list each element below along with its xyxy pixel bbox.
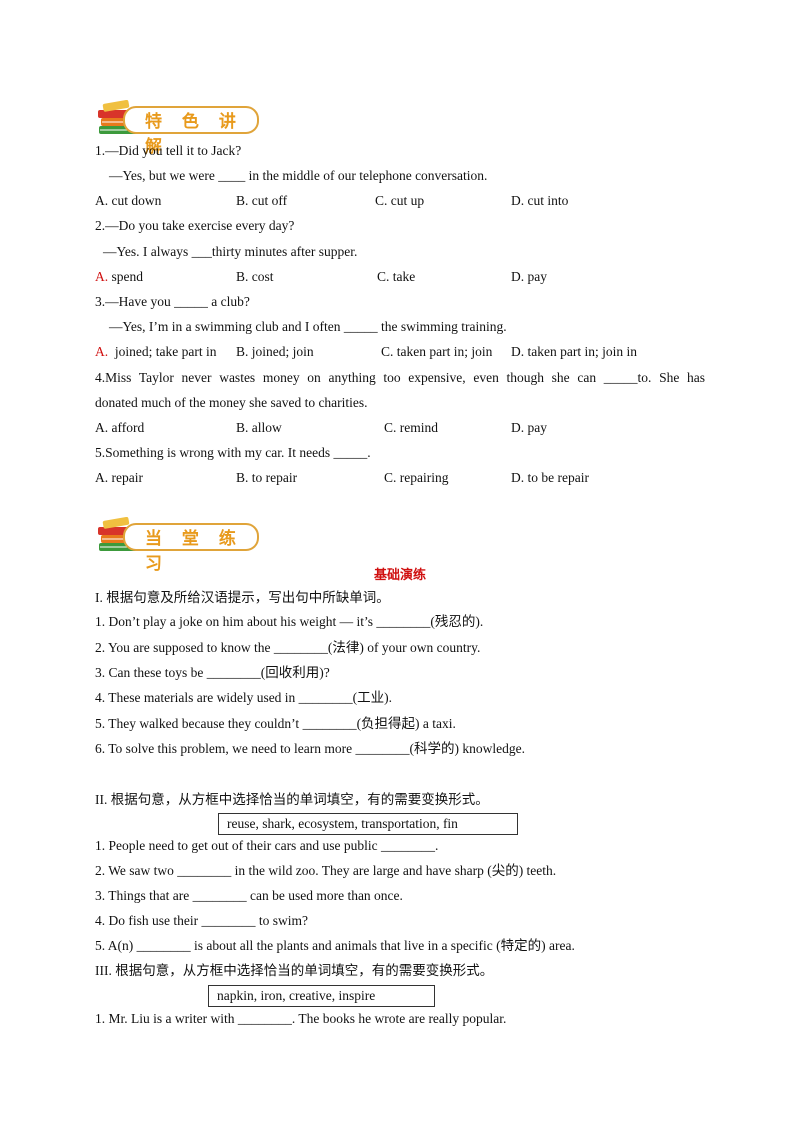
q4-option-d: D. pay [511, 420, 547, 435]
q1-stem: 1.—Did you tell it to Jack? [95, 143, 242, 158]
part-ii-item: 4. Do fish use their ________ to swim? [95, 913, 308, 928]
q1-option-c: C. cut up [375, 193, 425, 208]
q3-option-b: B. joined; join [236, 344, 314, 359]
part-i-item: 6. To solve this problem, we need to lea… [95, 741, 525, 756]
section-badge-practice: 当 堂 练 习 [95, 517, 265, 574]
q3-option-c: C. taken part in; join [381, 344, 493, 359]
answer-letter: A. [95, 344, 109, 359]
q2-stem: 2.—Do you take exercise every day? [95, 218, 295, 233]
section-badge-features: 特 色 讲 解 [95, 100, 265, 157]
part-i-heading: I. 根据句意及所给汉语提示，写出句中所缺单词。 [95, 590, 390, 605]
q5-option-a: A. repair [95, 470, 143, 485]
part-i-item: 5. They walked because they couldn’t ___… [95, 716, 456, 731]
part-ii-item: 1. People need to get out of their cars … [95, 838, 439, 853]
q3-option-a: A. joined; take part in [95, 344, 217, 359]
q4-stem-continued: donated much of the money she saved to c… [95, 395, 368, 410]
part-ii-item: 2. We saw two ________ in the wild zoo. … [95, 863, 557, 878]
part-i-item: 1. Don’t play a joke on him about his we… [95, 614, 484, 629]
word-box: reuse, shark, ecosystem, transportation,… [218, 813, 518, 835]
q1-reply: —Yes, but we were ____ in the middle of … [109, 168, 488, 183]
part-ii-heading: II. 根据句意，从方框中选择恰当的单词填空，有的需要变换形式。 [95, 792, 489, 807]
q1-option-d: D. cut into [511, 193, 569, 208]
q5-option-b: B. to repair [236, 470, 298, 485]
q4-option-c: C. remind [384, 420, 438, 435]
q2-reply: —Yes. I always ___thirty minutes after s… [103, 244, 358, 259]
q5-option-d: D. to be repair [511, 470, 589, 485]
q5-stem: 5.Something is wrong with my car. It nee… [95, 445, 371, 460]
q2-option-d: D. pay [511, 269, 547, 284]
part-ii-item: 5. A(n) ________ is about all the plants… [95, 938, 575, 953]
section-title: 当 堂 练 习 [145, 529, 243, 574]
q3-reply: —Yes, I’m in a swimming club and I often… [109, 319, 507, 334]
q5-option-c: C. repairing [384, 470, 449, 485]
section-title: 特 色 讲 解 [145, 112, 243, 157]
q1-option-a: A. cut down [95, 193, 162, 208]
q1-option-b: B. cut off [236, 193, 288, 208]
q4-stem: 4.Miss Taylor never wastes money on anyt… [95, 370, 705, 385]
part-i-item: 3. Can these toys be ________(回收利用)? [95, 665, 330, 680]
answer-letter: A. [95, 269, 109, 284]
part-ii-item: 3. Things that are ________ can be used … [95, 888, 403, 903]
q2-option-b: B. cost [236, 269, 274, 284]
q2-option-c: C. take [377, 269, 416, 284]
q3-stem: 3.—Have you _____ a club? [95, 294, 250, 309]
part-iii-heading: III. 根据句意，从方框中选择恰当的单词填空，有的需要变换形式。 [95, 963, 494, 978]
q3-option-d: D. taken part in; join in [511, 344, 637, 359]
word-box: napkin, iron, creative, inspire [208, 985, 435, 1007]
q4-option-a: A. afford [95, 420, 145, 435]
part-i-item: 4. These materials are widely used in __… [95, 690, 393, 705]
q4-option-b: B. allow [236, 420, 282, 435]
part-iii-item: 1. Mr. Liu is a writer with ________. Th… [95, 1011, 507, 1026]
q2-option-a: A. spend [95, 269, 143, 284]
part-i-item: 2. You are supposed to know the ________… [95, 640, 481, 655]
practice-subtitle: 基础演练 [373, 568, 426, 583]
